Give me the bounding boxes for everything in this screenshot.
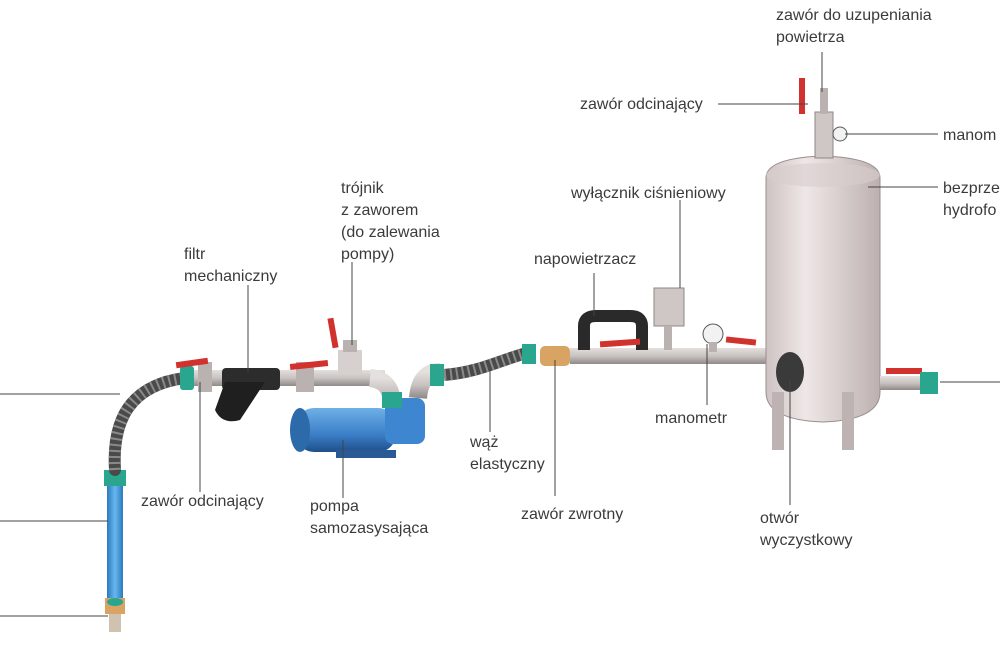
label-manometer-line: manometr bbox=[655, 410, 728, 427]
hydrophore-tank bbox=[765, 78, 938, 450]
label-shutoff-bottom: zawór odcinający bbox=[141, 493, 264, 510]
label-manometer-tank: manom bbox=[943, 127, 996, 144]
aerator bbox=[578, 310, 648, 350]
self-priming-pump bbox=[290, 392, 425, 458]
flexible-hose bbox=[443, 346, 532, 381]
label-tee-2: z zaworem bbox=[341, 202, 418, 219]
label-air-valve-2: powietrza bbox=[776, 29, 845, 46]
suction-hose bbox=[108, 372, 191, 476]
label-hose-2: elastyczny bbox=[470, 456, 545, 473]
pressure-line-pipe bbox=[570, 348, 766, 364]
label-cleanout-1: otwór bbox=[760, 510, 800, 527]
label-tee-4: pompy) bbox=[341, 246, 394, 263]
leader-lines bbox=[0, 52, 1000, 617]
pressure-switch bbox=[653, 287, 685, 350]
label-air-valve-1: zawór do uzupeniania bbox=[776, 7, 932, 24]
label-pressure-switch: wyłącznik ciśnieniowy bbox=[570, 185, 726, 202]
label-tank-1: bezprze bbox=[943, 180, 1000, 197]
label-hose-1: wąż bbox=[469, 434, 498, 451]
label-pump-1: pompa bbox=[310, 498, 359, 515]
shutoff-valve-mid bbox=[289, 360, 329, 392]
label-tee-3: (do zalewania bbox=[341, 224, 440, 241]
check-valve bbox=[540, 346, 570, 366]
label-pump-2: samozasysająca bbox=[310, 520, 428, 537]
suction-pipe bbox=[104, 470, 126, 632]
filter-mechanical bbox=[215, 368, 280, 422]
coupling bbox=[180, 366, 194, 390]
label-tank-2: hydrofo bbox=[943, 202, 996, 219]
label-check-valve: zawór zwrotny bbox=[521, 506, 623, 523]
label-filter-2: mechaniczny bbox=[184, 268, 277, 285]
label-cleanout-2: wyczystkowy bbox=[759, 532, 852, 549]
labels: zawór do uzupeniania powietrza zawór odc… bbox=[141, 7, 1000, 549]
shutoff-valve-left bbox=[175, 357, 212, 392]
label-shutoff-top: zawór odcinający bbox=[580, 96, 703, 113]
manometer-line bbox=[702, 323, 757, 352]
label-tee-1: trójnik bbox=[341, 180, 385, 197]
tee-with-valve bbox=[327, 317, 362, 374]
label-aerator: napowietrzacz bbox=[534, 251, 636, 268]
label-filter-1: filtr bbox=[184, 246, 206, 263]
